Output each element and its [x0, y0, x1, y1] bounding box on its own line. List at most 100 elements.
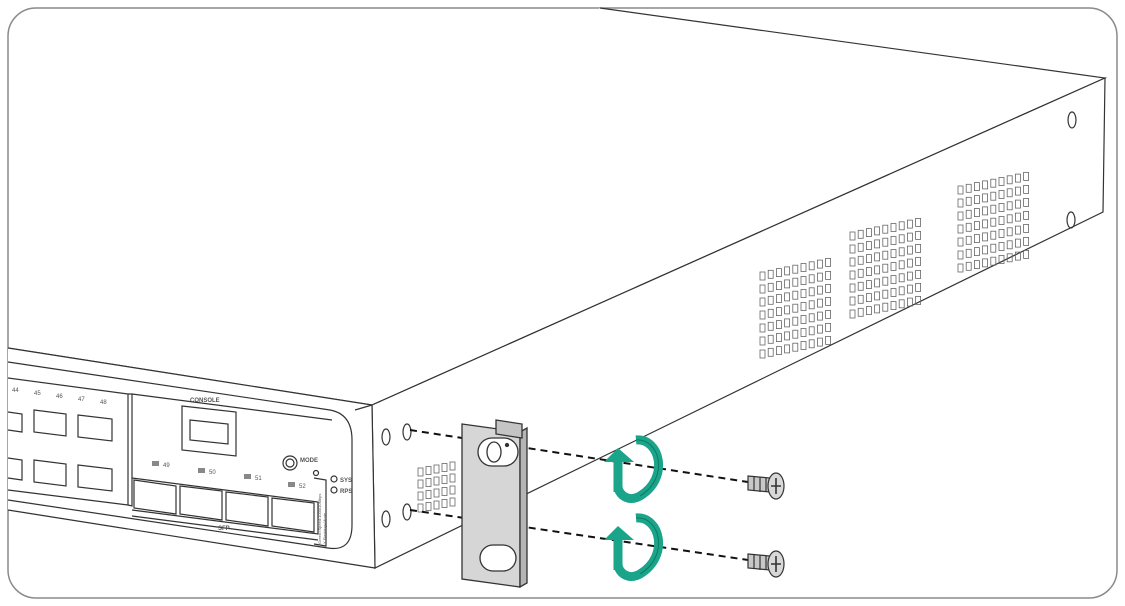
vent-slot: [890, 288, 897, 297]
vent-slot: [882, 289, 889, 299]
vent-slot: [982, 245, 988, 255]
vent-slot: [1015, 212, 1021, 222]
vent-slot: [825, 283, 831, 293]
vent-slot: [417, 491, 424, 501]
side-rear-holes: [1066, 111, 1077, 229]
vent-slot: [449, 497, 456, 507]
vent-slot: [1023, 210, 1029, 220]
vent-slot: [800, 263, 807, 272]
sfp-led-50: 50: [209, 470, 216, 476]
vent-slot: [882, 276, 889, 286]
vent-slot: [808, 339, 815, 349]
vent-slot: [982, 258, 988, 268]
vent-slot: [808, 287, 815, 297]
vent-slot: [784, 279, 790, 289]
vent-slot: [800, 328, 807, 337]
vent-slot: [808, 300, 815, 310]
vent-slot: [890, 223, 897, 232]
rps-led-label: RPS: [340, 489, 352, 495]
port-label-47: 47: [78, 397, 85, 403]
vent-slot: [866, 228, 872, 238]
vent-slot: [957, 224, 964, 234]
vent-slot: [800, 276, 807, 285]
front-vent-block: [417, 461, 456, 513]
vent-slot: [866, 306, 872, 316]
vent-slot: [915, 243, 921, 253]
vent-slot: [990, 256, 997, 266]
vent-slot: [857, 229, 864, 239]
vent-slot: [998, 229, 1005, 238]
vent-slot: [965, 222, 972, 232]
vent-slot: [898, 273, 905, 283]
vent-slot: [974, 260, 980, 270]
vent-slot: [857, 294, 864, 304]
vent-slot: [907, 284, 913, 294]
vent-slot: [866, 280, 872, 290]
vent-slot: [998, 242, 1005, 251]
vent-slot: [882, 224, 889, 234]
vent-slot: [982, 206, 988, 216]
rj45-ports-bottom-row: [7, 457, 113, 492]
port-label-44: 44: [12, 388, 19, 394]
vent-slot: [874, 291, 880, 301]
vent-slot: [898, 299, 905, 309]
screw-icon-lower: [747, 550, 785, 578]
port-label-48: 48: [100, 400, 107, 406]
vent-slot: [898, 234, 905, 244]
vent-slot: [998, 255, 1005, 264]
vent-slot: [784, 331, 790, 341]
vent-slot: [1006, 227, 1013, 237]
vent-slot: [825, 257, 831, 267]
vent-slot: [1015, 173, 1021, 183]
vent-slot: [792, 329, 799, 339]
vent-slot: [433, 488, 440, 498]
vent-slot: [433, 500, 440, 510]
vent-slot: [874, 226, 880, 236]
vent-slot: [990, 191, 997, 201]
vent-slot: [759, 271, 766, 281]
vent-slot: [792, 342, 799, 352]
vent-slot: [776, 268, 782, 278]
vent-slot: [866, 254, 872, 264]
front-panel-bezel: [7, 361, 353, 550]
vent-slot: [825, 335, 831, 345]
vent-slot: [898, 247, 905, 257]
vent-slot: [776, 281, 782, 291]
vent-slot: [957, 263, 964, 273]
vent-slot: [776, 333, 782, 343]
vent-slot: [1015, 186, 1021, 196]
switch-chassis: [7, 7, 1108, 569]
vent-slot: [990, 230, 997, 240]
vent-slot: [890, 301, 897, 310]
vent-slot: [767, 334, 774, 344]
vent-slot: [982, 180, 988, 190]
front-panel: [7, 361, 353, 550]
vent-slot: [433, 464, 440, 474]
vent-slot: [808, 261, 815, 271]
vent-slot: [974, 208, 980, 218]
mode-label: MODE: [300, 458, 318, 464]
vent-slot: [849, 244, 856, 254]
vent-slot: [915, 217, 921, 227]
vent-slot: [965, 261, 972, 271]
rotate-arrow-icon-lower: [604, 513, 664, 581]
vent-slot: [957, 237, 964, 247]
vent-slot: [990, 178, 997, 188]
vent-slot: [449, 473, 456, 483]
vent-slot: [965, 183, 972, 193]
screw-icon-upper: [747, 472, 785, 500]
vent-slot: [965, 248, 972, 258]
vent-slot: [907, 219, 913, 229]
vent-slot: [907, 297, 913, 307]
vent-slot: [767, 347, 774, 357]
mode-button: [282, 455, 298, 471]
vent-slot: [767, 308, 774, 318]
vent-slot: [1006, 188, 1013, 198]
vertical-note-2: Y Flashing=Mode: [322, 512, 327, 544]
vent-slot: [800, 302, 807, 311]
vent-slot: [792, 316, 799, 326]
port-label-45: 45: [34, 391, 41, 397]
console-port: [181, 405, 237, 457]
vent-slot: [1023, 249, 1029, 259]
